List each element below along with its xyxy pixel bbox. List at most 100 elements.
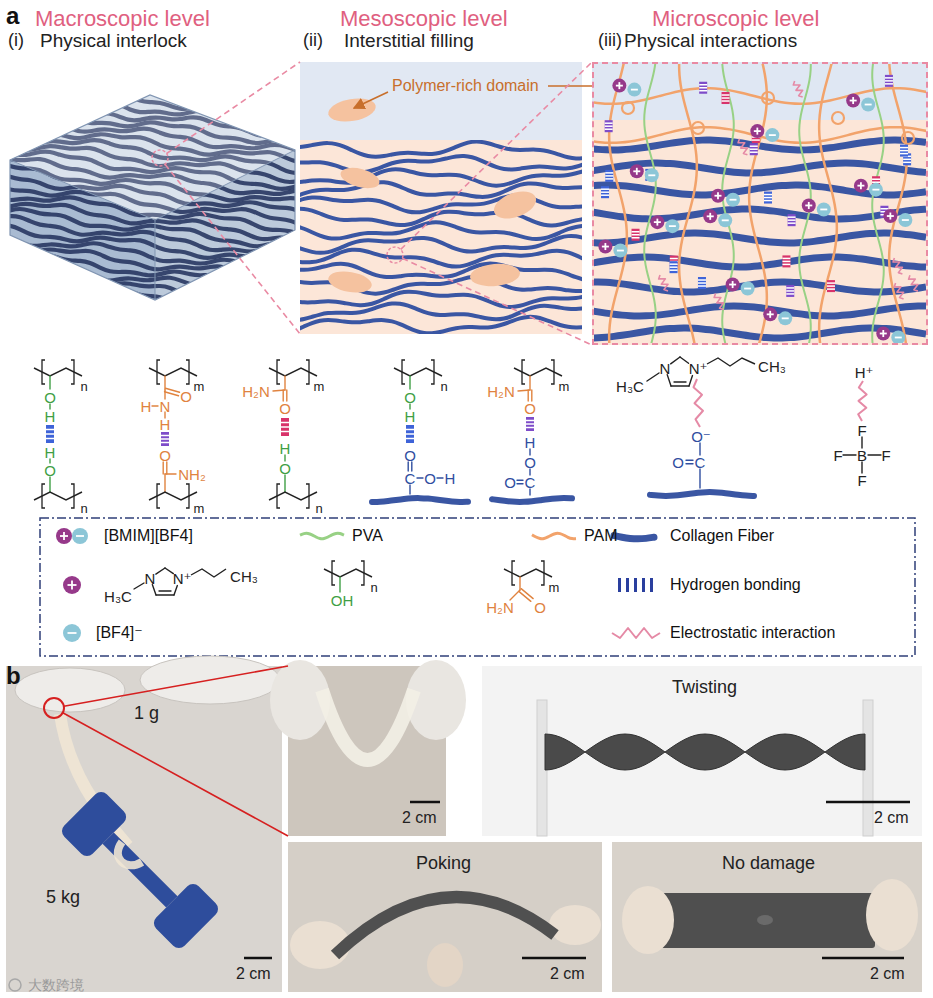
hydrogen-bond-gap: [161, 435, 169, 437]
repeat-bracket: [157, 360, 160, 384]
hydrogen-bond-gap: [750, 148, 758, 150]
atom-label: H₂N: [242, 384, 270, 399]
zoom-line: [165, 62, 300, 334]
bond-line: [165, 568, 173, 574]
atom-label: F: [881, 448, 890, 463]
bond-line: [159, 590, 171, 591]
pam-chain: [609, 64, 627, 343]
hydrogen-bond-gap: [161, 438, 169, 440]
bond-line: [699, 443, 700, 455]
ion-sign: [709, 213, 711, 220]
bond-line: [667, 375, 671, 386]
legend-line: [300, 533, 344, 538]
panel-title: Physical interactions: [624, 31, 797, 50]
anion-mark: [898, 213, 912, 227]
polymer-backbone: [149, 368, 197, 376]
collagen-fiber: [300, 182, 582, 197]
atom-label: N: [660, 361, 671, 376]
electrostatic-mark: [714, 294, 723, 310]
polymer-backbone: [324, 569, 372, 577]
hydrogen-bond-mark: [526, 417, 534, 431]
watermark-logo: [9, 979, 21, 991]
intact-film: [660, 893, 875, 948]
bond-line: [156, 568, 165, 574]
legend-text: Collagen Fiber: [670, 528, 774, 544]
atom-label: N: [145, 571, 156, 586]
hydrogen-bond-gap: [406, 429, 414, 431]
panel-macroscopic: Macroscopic level(i)Physical interlock: [4, 62, 296, 337]
hydrogen-bond-gap: [605, 125, 613, 127]
ion-sign: [76, 535, 84, 537]
panel-mesoscopic: Mesoscopic level(ii)Interstitial filling: [300, 62, 582, 334]
bond-line: [529, 376, 530, 390]
legend-swatches: [56, 528, 660, 642]
polymer-rich-domain: [327, 268, 374, 295]
repeat-subscript: n: [370, 581, 377, 594]
interlock-block: [0, 82, 300, 328]
repeat-subscript: n: [440, 380, 447, 393]
anion-mark: [861, 98, 875, 112]
cation-mark: [630, 164, 644, 178]
hydrogen-bond-gap: [788, 219, 796, 221]
bond-line: [156, 594, 174, 595]
bond-line: [517, 483, 523, 484]
dumbbell: [59, 789, 222, 952]
panel-letter: a: [6, 4, 19, 28]
hydrogen-bond-gap: [698, 285, 706, 287]
atom-label: N⁺: [173, 571, 192, 586]
polymer-backbone: [514, 368, 562, 376]
hydrogen-bond-gap: [698, 279, 706, 281]
bond-line: [152, 585, 156, 595]
panel-number: (ii): [303, 31, 323, 49]
anion-mark: [765, 128, 779, 142]
atom-label: H: [141, 399, 152, 414]
repeat-bracket: [306, 360, 309, 384]
bond-line: [699, 469, 700, 488]
hydrogen-bond-gap: [632, 237, 640, 239]
hydrogen-bond-gap: [406, 433, 414, 435]
bond-line: [284, 376, 285, 390]
polymer-backbone: [394, 368, 442, 376]
collagen-fiber: [594, 282, 926, 292]
hydrogen-bond-gap: [872, 178, 880, 180]
hydrogen-bond-mark: [670, 261, 678, 273]
ion-sign: [889, 213, 891, 220]
bond-line: [531, 390, 532, 401]
hydrogen-bond-gap: [632, 231, 640, 233]
hydrogen-bond-mark: [722, 92, 730, 104]
repeat-bracket: [306, 484, 309, 508]
atom-label: C: [695, 455, 706, 470]
bond-line: [519, 577, 520, 590]
hydrogen-bond-gap: [903, 159, 911, 161]
ion-sign: [722, 219, 729, 221]
legend-swatch: [300, 533, 344, 538]
atom-label: H: [160, 417, 171, 432]
hydrogen-bond-mark: [782, 255, 790, 267]
atom-label: C: [525, 475, 536, 490]
anion-mark: [817, 202, 831, 216]
collagen-fiber: [300, 195, 582, 212]
leader-arrow: [354, 92, 388, 108]
hydrogen-bond-gap: [885, 77, 893, 79]
atom-label: B: [857, 448, 867, 463]
finger: [866, 879, 918, 951]
ion-sign: [68, 632, 77, 634]
bond-line: [843, 454, 856, 455]
anion-mark: [726, 193, 740, 207]
hydrogen-bond-mark: [46, 425, 54, 443]
bond-line: [152, 405, 158, 406]
hydrogen-bond-gap: [670, 263, 678, 265]
cation-mark: [711, 189, 725, 203]
bond-line: [165, 392, 179, 396]
atom-label: NH₂: [178, 467, 206, 482]
repeat-bracket: [522, 360, 525, 384]
hydrogen-bond-gap: [880, 208, 888, 210]
cation-mark: [598, 240, 612, 254]
hydrogen-bond-gap: [788, 216, 796, 218]
electrostatic-mark: [612, 628, 660, 638]
electrostatic-mark: [893, 258, 902, 274]
electrostatic-mark: [894, 283, 903, 299]
bond-line: [868, 454, 881, 455]
